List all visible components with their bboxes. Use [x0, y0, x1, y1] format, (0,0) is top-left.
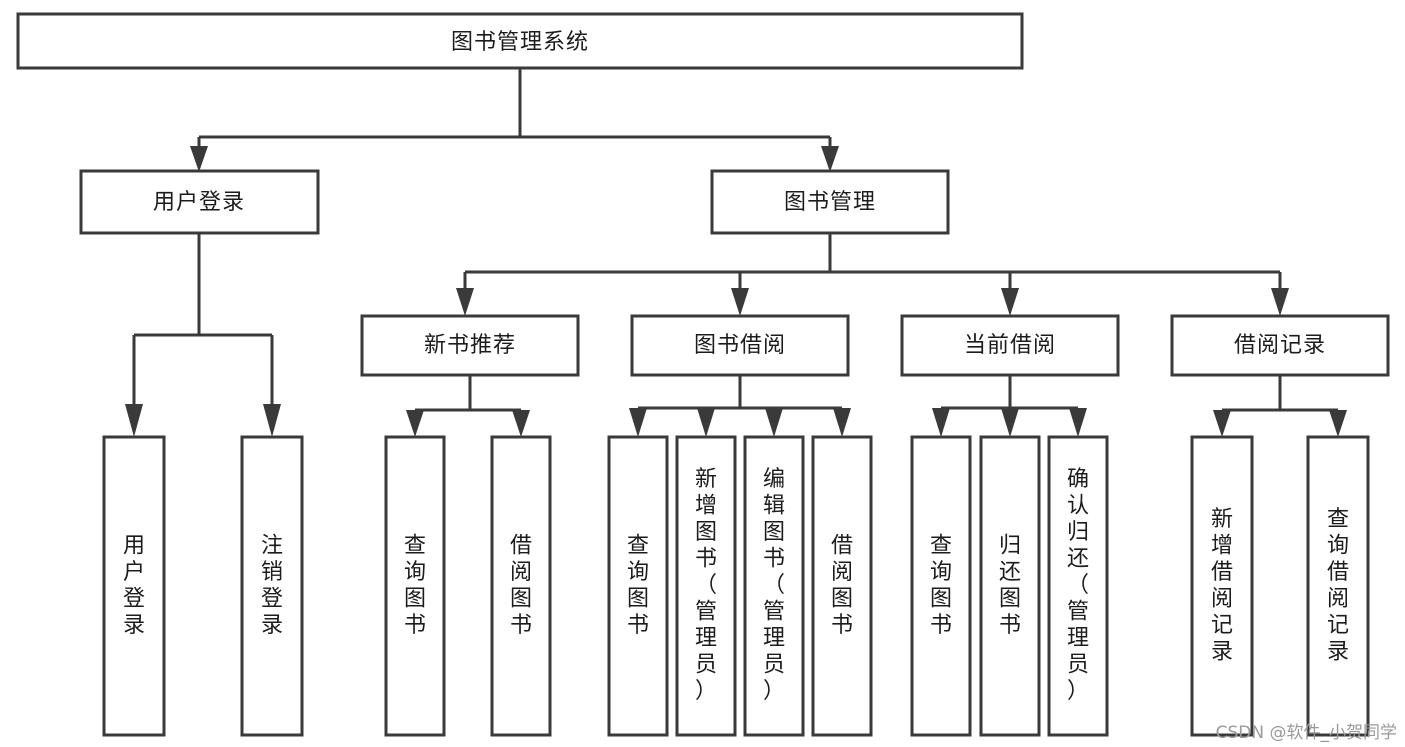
- leaf-query-book-3-box[interactable]: [910, 435, 972, 737]
- arrow-head-leaf-confirm-return-admin: [1069, 408, 1087, 437]
- node-root[interactable]: 图书管理系统: [16, 12, 1024, 70]
- leaf-query-borrow-record[interactable]: 查询借阅记录: [1306, 435, 1370, 737]
- leaf-borrow-book-2[interactable]: 借阅图书: [811, 435, 873, 737]
- leaf-logout-login-label: 注销登录: [261, 533, 283, 638]
- arrow-head-book-borrow: [731, 288, 749, 316]
- node-user-login[interactable]: 用户登录: [79, 169, 320, 235]
- leaf-query-book-1-label: 查询图书: [404, 533, 426, 638]
- leaf-add-borrow-record[interactable]: 新增借阅记录: [1190, 435, 1254, 737]
- arrow-head-borrow-record: [1271, 288, 1289, 316]
- node-borrow-record[interactable]: 借阅记录: [1170, 314, 1390, 377]
- leaf-query-book-3-label: 查询图书: [930, 533, 952, 638]
- connector-group-root: [190, 68, 839, 172]
- arrow-head-leaf-add-borrow-record: [1213, 410, 1231, 437]
- node-current-borrow-label: 当前借阅: [964, 333, 1056, 358]
- node-current-borrow[interactable]: 当前借阅: [900, 314, 1120, 377]
- arrow-head-leaf-logout-login: [263, 404, 281, 437]
- arrow-head-leaf-query-book-1: [406, 410, 424, 437]
- leaf-user-login-box[interactable]: [102, 435, 166, 737]
- leaf-confirm-return-admin-label: 确认归还（管理员）: [1067, 467, 1089, 704]
- arrow-head-leaf-return-book: [1001, 408, 1019, 437]
- leaf-borrow-book-2-box[interactable]: [811, 435, 873, 737]
- connector-group-book-manage: [456, 233, 1289, 316]
- leaf-borrow-book-2-label: 借阅图书: [831, 533, 853, 638]
- leaf-query-borrow-record-label: 查询借阅记录: [1327, 507, 1349, 665]
- arrow-head-book-manage: [821, 146, 839, 172]
- leaf-borrow-book-1-box[interactable]: [490, 435, 552, 737]
- node-new-book-recommend-label: 新书推荐: [424, 333, 516, 358]
- node-book-manage-box[interactable]: [710, 169, 950, 235]
- arrow-head-new-book-recommend: [456, 288, 474, 316]
- leaf-confirm-return-admin[interactable]: 确认归还（管理员）: [1047, 435, 1109, 737]
- arrow-head-leaf-add-book-admin: [697, 408, 715, 437]
- leaf-borrow-book-1-label: 借阅图书: [510, 533, 532, 638]
- leaf-add-borrow-record-label: 新增借阅记录: [1211, 507, 1233, 665]
- arrow-head-leaf-query-book-3: [932, 408, 950, 437]
- leaf-return-book-box[interactable]: [979, 435, 1041, 737]
- connector-group-current-borrow: [932, 375, 1087, 437]
- arrow-head-current-borrow: [1001, 288, 1019, 316]
- leaf-query-book-1-box[interactable]: [384, 435, 446, 737]
- arrow-head-leaf-user-login: [125, 404, 143, 437]
- arrow-head-leaf-edit-book-admin: [765, 408, 783, 437]
- node-root-box[interactable]: [16, 12, 1024, 70]
- node-new-book-recommend-box[interactable]: [360, 314, 580, 377]
- node-root-label: 图书管理系统: [451, 30, 589, 55]
- leaf-add-book-admin-box[interactable]: [675, 435, 737, 737]
- node-borrow-record-label: 借阅记录: [1234, 333, 1326, 358]
- connector-group-new-book-recommend: [406, 375, 530, 437]
- node-book-borrow[interactable]: 图书借阅: [630, 314, 850, 377]
- node-new-book-recommend[interactable]: 新书推荐: [360, 314, 580, 377]
- leaf-user-login-label: 用户登录: [123, 533, 145, 638]
- leaf-return-book-label: 归还图书: [999, 533, 1021, 638]
- leaf-edit-book-admin[interactable]: 编辑图书（管理员）: [743, 435, 805, 737]
- node-book-borrow-label: 图书借阅: [694, 333, 786, 358]
- leaf-user-login[interactable]: 用户登录: [102, 435, 166, 737]
- node-book-manage-label: 图书管理: [784, 190, 876, 215]
- leaf-query-book-2-label: 查询图书: [627, 533, 649, 638]
- leaf-confirm-return-admin-box[interactable]: [1047, 435, 1109, 737]
- node-user-login-label: 用户登录: [153, 190, 245, 215]
- connector-group-borrow-record: [1213, 375, 1347, 437]
- leaf-query-book-2-box[interactable]: [607, 435, 669, 737]
- node-user-login-box[interactable]: [79, 169, 320, 235]
- leaf-logout-login[interactable]: 注销登录: [240, 435, 304, 737]
- leaf-add-book-admin-label: 新增图书（管理员）: [695, 467, 717, 704]
- arrow-head-leaf-query-borrow-record: [1329, 410, 1347, 437]
- arrow-head-leaf-borrow-book-2: [833, 408, 851, 437]
- leaf-edit-book-admin-label: 编辑图书（管理员）: [763, 467, 785, 704]
- leaf-add-book-admin[interactable]: 新增图书（管理员）: [675, 435, 737, 737]
- node-borrow-record-box[interactable]: [1170, 314, 1390, 377]
- connector-group-book-borrow: [629, 375, 851, 437]
- arrow-head-leaf-borrow-book-1: [512, 410, 530, 437]
- arrow-head-leaf-query-book-2: [629, 408, 647, 437]
- leaf-logout-login-box[interactable]: [240, 435, 304, 737]
- node-book-borrow-box[interactable]: [630, 314, 850, 377]
- leaf-add-borrow-record-box[interactable]: [1190, 435, 1254, 737]
- leaf-return-book[interactable]: 归还图书: [979, 435, 1041, 737]
- node-current-borrow-box[interactable]: [900, 314, 1120, 377]
- connector-group-user-login: [125, 233, 281, 437]
- leaf-query-book-3[interactable]: 查询图书: [910, 435, 972, 737]
- node-book-manage[interactable]: 图书管理: [710, 169, 950, 235]
- arrow-head-user-login: [190, 146, 208, 172]
- leaf-borrow-book-1[interactable]: 借阅图书: [490, 435, 552, 737]
- leaf-query-book-2[interactable]: 查询图书: [607, 435, 669, 737]
- leaf-query-borrow-record-box[interactable]: [1306, 435, 1370, 737]
- leaf-edit-book-admin-box[interactable]: [743, 435, 805, 737]
- leaf-query-book-1[interactable]: 查询图书: [384, 435, 446, 737]
